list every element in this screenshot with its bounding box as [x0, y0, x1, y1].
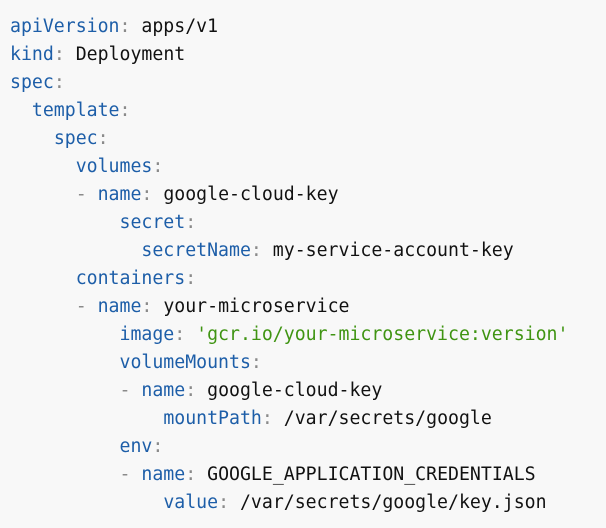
yaml-key: template [31, 100, 120, 121]
yaml-key: secretName [141, 240, 251, 261]
key-colon: : [185, 380, 197, 401]
code-line: mountPath: /var/secrets/google [10, 405, 606, 433]
yaml-key: value [163, 492, 219, 513]
code-line: value: /var/secrets/google/key.json [10, 489, 606, 517]
code-line: secretName: my-service-account-key [10, 237, 606, 265]
list-dash: - [119, 380, 142, 401]
yaml-string-value: 'gcr.io/your-microservice:version' [185, 324, 569, 345]
code-line: - name: google-cloud-key [10, 377, 606, 405]
indent-space [10, 324, 120, 345]
indent-space [10, 296, 76, 317]
indent-space [10, 156, 76, 177]
key-colon: : [119, 100, 131, 121]
yaml-value: Deployment [64, 44, 186, 65]
indent-space [10, 128, 54, 149]
indent-space [10, 240, 141, 261]
code-line: secret: [10, 209, 606, 237]
key-colon: : [174, 324, 186, 345]
key-colon: : [261, 408, 273, 429]
yaml-key: name [141, 464, 186, 485]
key-colon: : [218, 492, 230, 513]
list-dash: - [75, 296, 98, 317]
yaml-key: name [97, 184, 142, 205]
indent-space [10, 408, 163, 429]
yaml-value: google-cloud-key [152, 184, 339, 205]
indent-space [10, 100, 32, 121]
yaml-value: /var/secrets/google/key.json [229, 492, 547, 513]
code-line: image: 'gcr.io/your-microservice:version… [10, 321, 606, 349]
key-colon: : [119, 16, 131, 37]
yaml-value: my-service-account-key [261, 240, 514, 261]
yaml-value: google-cloud-key [196, 380, 383, 401]
yaml-key: image [119, 324, 175, 345]
yaml-key: volumeMounts [119, 352, 251, 373]
code-line: template: [10, 97, 606, 125]
key-colon: : [152, 436, 164, 457]
list-dash: - [75, 184, 98, 205]
yaml-value: your-microservice [152, 296, 350, 317]
yaml-key: spec [10, 72, 54, 93]
code-line: spec: [10, 69, 606, 97]
yaml-value: apps/v1 [130, 16, 219, 37]
indent-space [10, 464, 120, 485]
key-colon: : [141, 296, 153, 317]
indent-space [10, 436, 120, 457]
code-line: - name: your-microservice [10, 293, 606, 321]
yaml-key: secret [119, 212, 186, 233]
code-line: containers: [10, 265, 606, 293]
yaml-key: env [119, 436, 153, 457]
yaml-value: /var/secrets/google [272, 408, 492, 429]
code-line: apiVersion: apps/v1 [10, 13, 606, 41]
yaml-key: name [141, 380, 186, 401]
key-colon: : [97, 128, 109, 149]
list-dash: - [119, 464, 142, 485]
key-colon: : [250, 352, 262, 373]
yaml-key: kind [10, 44, 54, 65]
yaml-key: apiVersion [10, 16, 120, 37]
key-colon: : [141, 184, 153, 205]
key-colon: : [185, 268, 197, 289]
code-line: - name: GOOGLE_APPLICATION_CREDENTIALS [10, 461, 606, 489]
yaml-key: mountPath [163, 408, 262, 429]
indent-space [10, 268, 76, 289]
key-colon: : [250, 240, 262, 261]
key-colon: : [152, 156, 164, 177]
yaml-key: volumes [75, 156, 153, 177]
yaml-key: containers [75, 268, 186, 289]
key-colon: : [185, 464, 197, 485]
code-line: spec: [10, 125, 606, 153]
indent-space [10, 184, 76, 205]
code-line: - name: google-cloud-key [10, 181, 606, 209]
indent-space [10, 492, 163, 513]
code-line: env: [10, 433, 606, 461]
code-line: volumeMounts: [10, 349, 606, 377]
key-colon: : [53, 72, 65, 93]
key-colon: : [53, 44, 65, 65]
code-line: volumes: [10, 153, 606, 181]
yaml-key: name [97, 296, 142, 317]
indent-space [10, 212, 120, 233]
key-colon: : [185, 212, 197, 233]
indent-space [10, 352, 120, 373]
code-line: kind: Deployment [10, 41, 606, 69]
yaml-key: spec [53, 128, 98, 149]
indent-space [10, 380, 120, 401]
yaml-value: GOOGLE_APPLICATION_CREDENTIALS [196, 464, 536, 485]
